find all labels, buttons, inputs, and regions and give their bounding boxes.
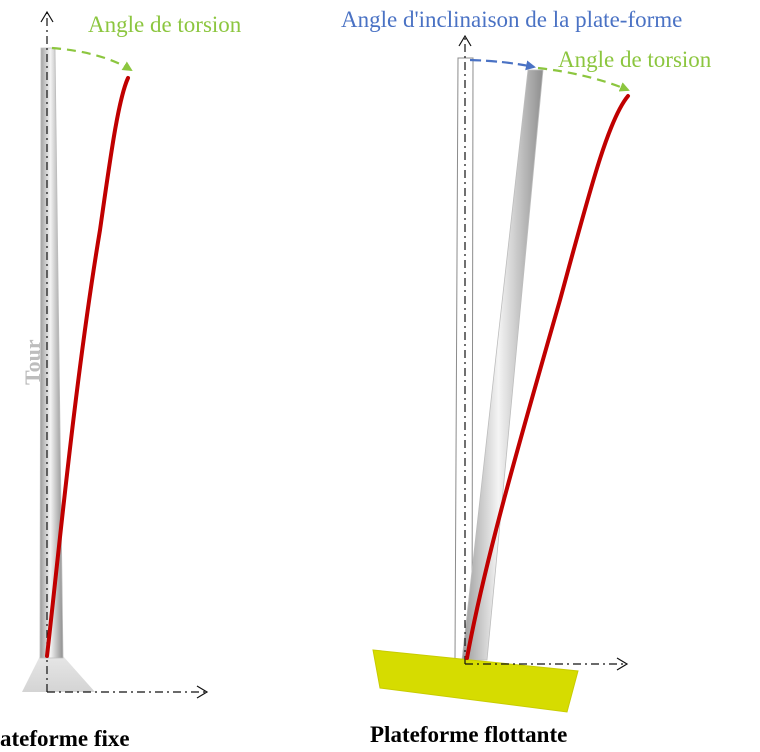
tilted-tower bbox=[461, 69, 544, 661]
torsion-arrow-right bbox=[537, 66, 630, 92]
tilt-angle-label: Angle d'inclinaison de la plate-forme bbox=[341, 7, 682, 32]
fixed-tower bbox=[39, 47, 64, 659]
tower-base bbox=[22, 656, 95, 692]
deflection-curve-right bbox=[465, 94, 630, 660]
fixed-platform-caption: ateforme fixe bbox=[0, 726, 130, 751]
horizontal-axis-arrowhead-left bbox=[196, 685, 209, 699]
floating-platform-figure: Angle d'inclinaison de la plate-forme An… bbox=[341, 7, 712, 747]
horizontal-axis-arrowhead-right bbox=[616, 657, 629, 671]
fixed-platform-figure: Angle de torsion Tour ateforme fixe bbox=[0, 10, 242, 751]
floating-platform-caption: Plateforme flottante bbox=[370, 722, 567, 747]
floating-platform bbox=[372, 649, 579, 713]
tower-label: Tour bbox=[20, 339, 45, 385]
vertical-axis-arrowhead-right bbox=[458, 34, 472, 47]
torsion-angle-label-left: Angle de torsion bbox=[88, 12, 242, 37]
deflection-curve-left bbox=[45, 76, 130, 658]
vertical-axis-arrowhead-left bbox=[40, 10, 54, 23]
reference-tower-outline bbox=[454, 57, 474, 661]
tilt-angle-arrow bbox=[469, 58, 536, 71]
torsion-angle-label-right: Angle de torsion bbox=[558, 47, 712, 72]
torsion-arrow-left bbox=[51, 46, 133, 72]
